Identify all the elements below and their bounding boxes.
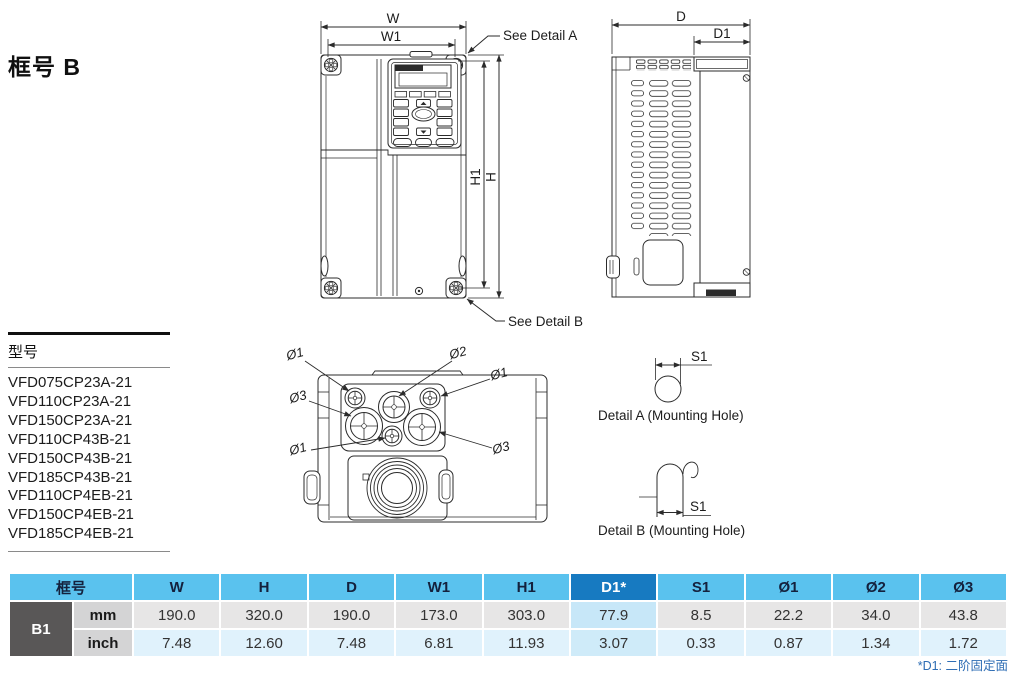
front-view-drawing [320,21,505,322]
dim-value: 22.2 [743,600,834,630]
dim-value: 320.0 [219,600,309,630]
model-item: VFD150CP23A-21 [8,411,133,429]
side-view-labels: D D1 [676,9,731,41]
dim-value: 6.81 [394,628,484,658]
model-item: VFD110CP43B-21 [8,430,132,448]
col-header-w1: W1 [394,572,484,602]
dim-value: 12.60 [219,628,309,658]
unit-label-inch: inch [71,628,135,658]
dim-label-s1-b: S1 [690,499,707,514]
detail-b-labels: S1 Detail B (Mounting Hole) [598,499,745,538]
frame-id-cell: B1 [8,600,74,658]
dim-value: 190.0 [132,600,222,630]
table-header-row: 框号 W H D W1 H1 D1* S1 Ø1 Ø2 Ø3 [7,572,1009,602]
callout-dia1-top-left: Ø1 [284,344,306,363]
model-list-heading: 型号 [8,335,170,368]
col-header-w: W [132,572,222,602]
dim-label-s1-a: S1 [691,349,708,364]
d1-footnote: *D1: 二阶固定面 [917,659,1008,673]
detail-a-labels: S1 Detail A (Mounting Hole) [598,349,744,423]
detail-a-caption: Detail A (Mounting Hole) [598,408,744,423]
model-item: VFD075CP23A-21 [8,374,133,391]
dimension-drawings: W W1 H1 H See Detail A See Detail B [284,9,751,538]
detail-b-drawing [639,461,711,517]
col-header-dia1: Ø1 [743,572,834,602]
table-row-inch: inch 7.48 12.60 7.48 6.81 11.93 3.07 0.3… [9,628,1009,658]
col-header-frame: 框号 [7,572,135,602]
dim-value: 7.48 [132,628,222,658]
dim-value: 43.8 [918,600,1009,630]
model-item: VFD110CP23A-21 [8,392,132,410]
dim-label-h: H [484,172,499,182]
dim-value: 1.72 [918,628,1009,658]
callout-dia2-top-center: Ø2 [447,343,469,362]
col-header-dia3: Ø3 [918,572,1009,602]
bottom-view-drawing [303,360,548,523]
model-item: VFD185CP4EB-21 [8,525,134,543]
dim-label-w1: W1 [381,29,401,44]
model-item: VFD150CP4EB-21 [8,506,134,524]
dim-label-h1: H1 [468,168,483,185]
front-view-labels: W W1 H1 H See Detail A See Detail B [381,11,583,329]
dim-value-d1: 3.07 [568,628,659,658]
dim-value: 0.33 [656,628,746,658]
model-list-items: VFD075CP23A-21 VFD110CP23A-21 VFD150CP23… [8,368,170,553]
callout-dia1-top-right: Ø1 [488,364,510,383]
detail-a-drawing [654,358,712,403]
dim-value: 303.0 [481,600,571,630]
side-view-drawing [606,19,751,298]
col-header-d: D [306,572,397,602]
callout-dia3-bottom-right: Ø3 [490,438,512,457]
col-header-dia2: Ø2 [831,572,921,602]
bottom-view-labels: Ø1 Ø2 Ø1 Ø3 Ø1 Ø3 [284,343,512,458]
callout-dia3-mid-left: Ø3 [287,387,309,406]
col-header-d1: D1* [568,572,659,602]
table-row-mm: B1 mm 190.0 320.0 190.0 173.0 303.0 77.9… [8,600,1009,658]
detail-b-caption: Detail B (Mounting Hole) [598,523,745,538]
dim-value: 34.0 [831,600,921,630]
dim-label-w: W [387,11,400,26]
col-header-h1: H1 [481,572,571,602]
dim-value-d1: 77.9 [568,600,659,630]
see-detail-a-label: See Detail A [503,28,577,43]
keypad [387,58,462,149]
dim-value: 8.5 [656,600,746,630]
see-detail-b-label: See Detail B [508,314,583,329]
page-title: 框号 B [8,54,81,80]
dim-value: 1.34 [831,628,921,658]
dim-value: 190.0 [306,600,397,630]
dim-value: 0.87 [743,628,834,658]
dim-value: 7.48 [306,628,397,658]
dim-value: 173.0 [394,600,484,630]
model-item: VFD150CP43B-21 [8,449,133,467]
dim-value: 11.93 [481,628,571,658]
model-item: VFD185CP43B-21 [8,468,133,486]
dim-label-d1: D1 [713,26,730,41]
callout-dia1-bottom-left: Ø1 [287,439,309,458]
model-item: VFD110CP4EB-21 [8,487,133,505]
dimension-table: 框号 W H D W1 H1 D1* S1 Ø1 Ø2 Ø3 B1 mm 190… [7,572,1009,658]
col-header-s1: S1 [656,572,746,602]
model-list: 型号 VFD075CP23A-21 VFD110CP23A-21 VFD150C… [8,332,170,553]
dim-label-d: D [676,9,686,24]
col-header-h: H [219,572,309,602]
unit-label-mm: mm [71,600,135,630]
